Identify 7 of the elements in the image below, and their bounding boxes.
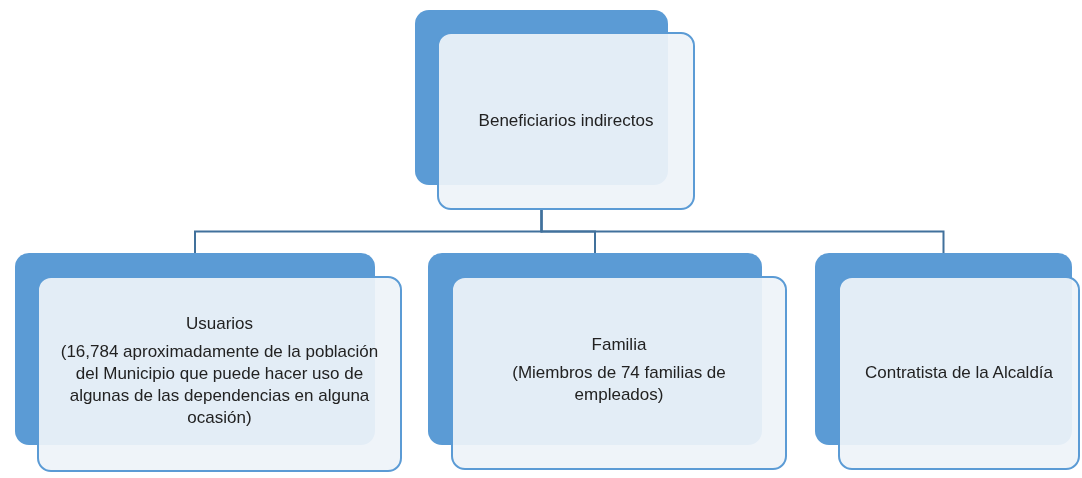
connector-line — [540, 209, 945, 254]
node-text: Beneficiarios indirectos — [478, 109, 654, 132]
node-title: Familia — [591, 333, 647, 356]
node-text: Contratista de la Alcaldía — [864, 361, 1054, 384]
node-text: (16,784 aproximadamente de la población del Municipio que puede hacer uso de algunas de las dependencias en alguna ocasión) — [59, 340, 380, 430]
node-title: Usuarios — [185, 312, 254, 335]
node-text: (Miembros de 74 familias de empleados) — [511, 361, 727, 407]
